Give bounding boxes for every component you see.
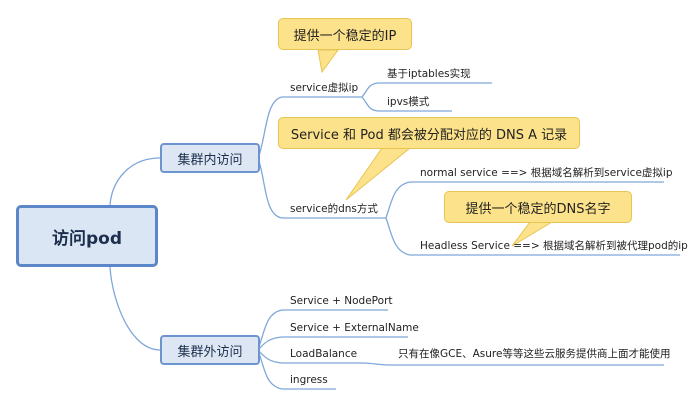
node-nodeport[interactable]: Service + NodePort bbox=[290, 295, 393, 307]
node-loadbalance-note[interactable]: 只有在像GCE、Asure等等这些云服务提供商上面才能使用 bbox=[398, 348, 671, 360]
callout-stable-dns: 提供一个稳定的DNS名字 bbox=[444, 191, 632, 223]
connector-internal-vip bbox=[257, 96, 362, 159]
callout-stable-ip-text: 提供一个稳定的IP bbox=[293, 28, 397, 44]
node-external-access[interactable]: 集群外访问 bbox=[160, 335, 260, 365]
callout-stable-dns-text: 提供一个稳定的DNS名字 bbox=[465, 201, 611, 217]
node-internal-label: 集群内访问 bbox=[177, 152, 243, 168]
callout-dns-record-text: Service 和 Pod 都会被分配对应的 DNS A 记录 bbox=[290, 127, 568, 143]
node-ingress[interactable]: ingress bbox=[290, 374, 328, 386]
callout-pointer-stable-ip bbox=[317, 49, 339, 74]
node-normal-service[interactable]: normal service ==> 根据域名解析到service虚拟ip bbox=[420, 167, 673, 179]
node-service-dns[interactable]: service的dns方式 bbox=[290, 203, 378, 215]
connector-root-external bbox=[109, 266, 161, 351]
connector-vip-iptables bbox=[361, 82, 492, 98]
root-label: 访问pod bbox=[51, 228, 123, 249]
node-service-vip[interactable]: service虚拟ip bbox=[290, 82, 359, 94]
node-internal-access[interactable]: 集群内访问 bbox=[160, 143, 260, 173]
node-externalname[interactable]: Service + ExternalName bbox=[290, 322, 419, 334]
connector-external-loadbalance bbox=[257, 349, 362, 364]
callout-stable-ip: 提供一个稳定的IP bbox=[278, 18, 412, 50]
node-headless-service[interactable]: Headless Service ==> 根据域名解析到被代理pod的ip bbox=[420, 240, 688, 252]
root-node[interactable]: 访问pod bbox=[16, 205, 158, 267]
connector-internal-dns bbox=[257, 157, 386, 219]
connector-dns-headless bbox=[385, 217, 680, 256]
node-external-label: 集群外访问 bbox=[177, 344, 243, 360]
node-loadbalance[interactable]: LoadBalance bbox=[290, 348, 358, 360]
callout-pointer-dns-record bbox=[345, 147, 412, 201]
connector-loadbalance-note bbox=[361, 362, 664, 366]
callout-dns-record: Service 和 Pod 都会被分配对应的 DNS A 记录 bbox=[278, 117, 580, 149]
node-iptables[interactable]: 基于iptables实现 bbox=[387, 68, 471, 80]
connector-external-externalname bbox=[257, 336, 408, 351]
connector-dns-normal bbox=[385, 181, 664, 219]
node-ipvs[interactable]: ipvs模式 bbox=[387, 96, 430, 108]
connector-vip-ipvs bbox=[361, 96, 452, 112]
connector-root-internal bbox=[109, 157, 161, 206]
